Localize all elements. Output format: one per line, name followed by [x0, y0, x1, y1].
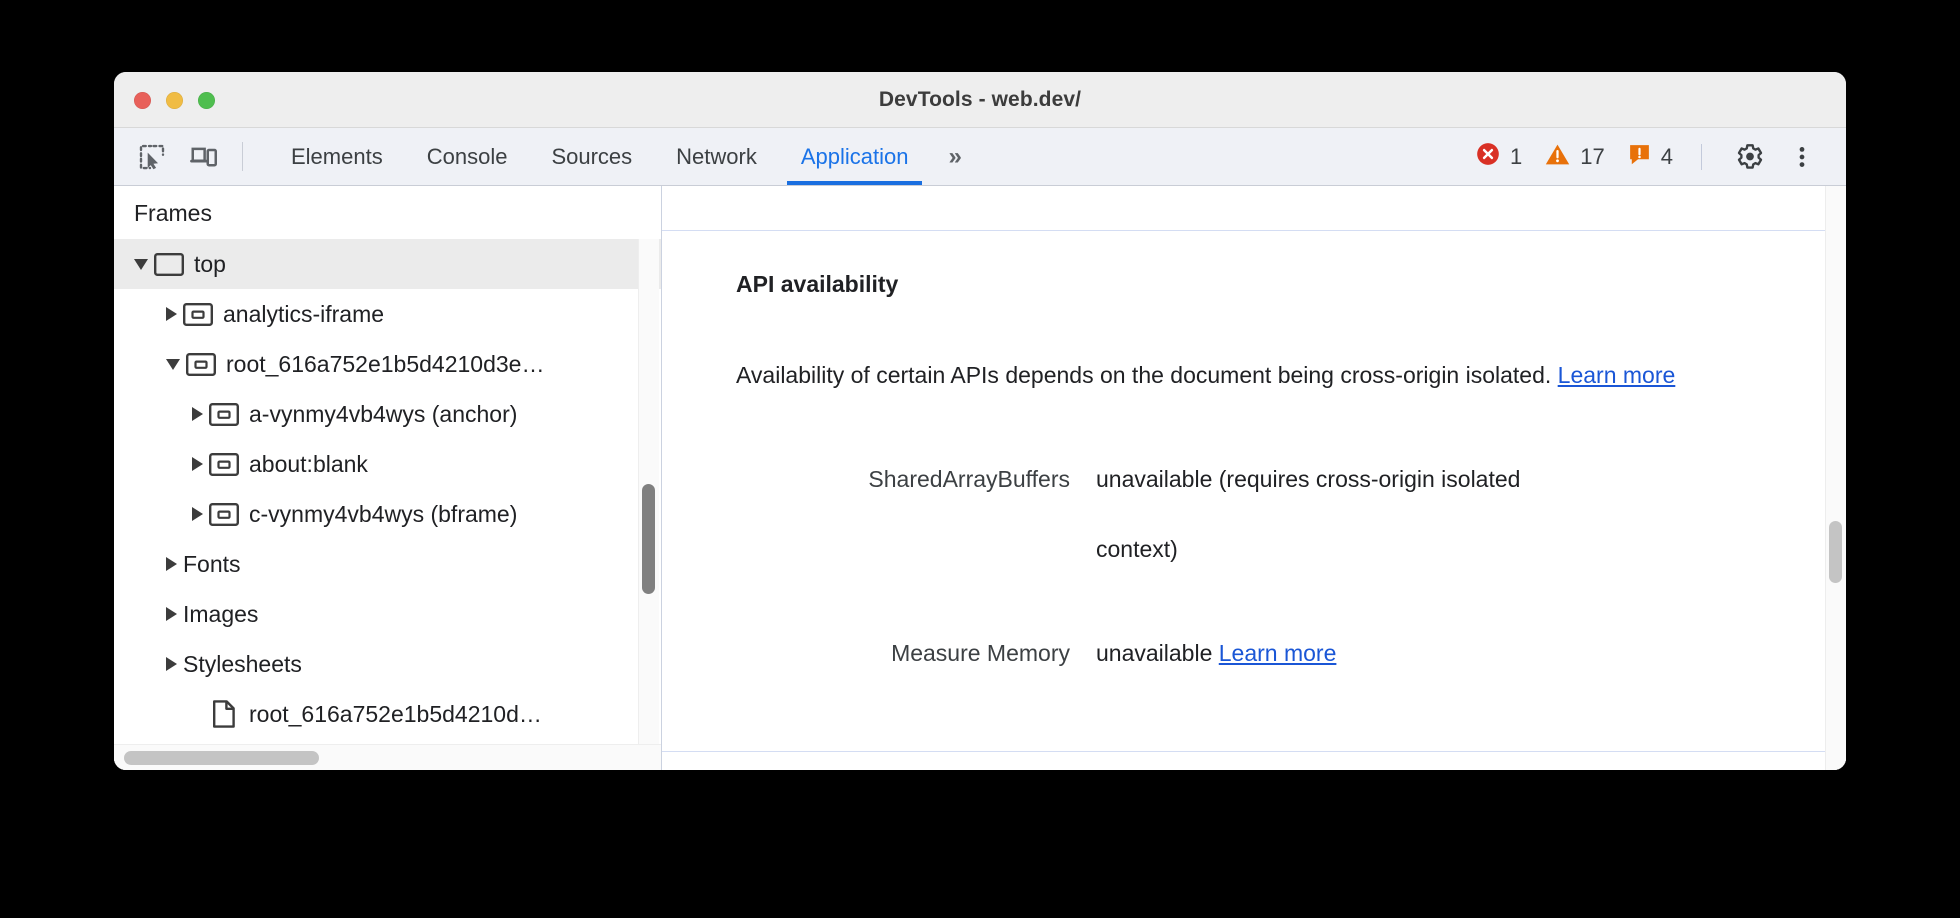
tree-item-label: analytics-iframe [223, 300, 385, 327]
tree-item-label: c-vynmy4vb4wys (bframe) [249, 500, 518, 527]
iframe-icon [209, 402, 239, 426]
tree-item-top[interactable]: top [114, 239, 661, 289]
tab-console[interactable]: Console [426, 143, 508, 169]
warning-counter[interactable]: 17 [1544, 141, 1605, 173]
frame-top-icon [154, 252, 184, 276]
tree-item-stylesheets[interactable]: Stylesheets [114, 639, 661, 689]
panel-tabs: Elements Console Sources Network Applica… [269, 128, 978, 185]
toolbar-divider [242, 142, 243, 171]
tab-sources[interactable]: Sources [551, 143, 633, 169]
tree-item-label: Fonts [183, 550, 241, 577]
devtools-body: Frames top [114, 186, 1846, 770]
chevron-right-icon[interactable] [166, 607, 177, 621]
tree-item-about-blank[interactable]: about:blank [114, 439, 661, 489]
tab-application[interactable]: Application [779, 128, 931, 185]
chevron-down-icon[interactable] [134, 258, 148, 270]
tree-item-label: top [194, 250, 226, 277]
warning-icon [1544, 141, 1571, 173]
iframe-icon [186, 352, 216, 376]
chevron-right-icon[interactable] [166, 557, 177, 571]
tree-item-images[interactable]: Images [114, 589, 661, 639]
section-divider-bottom [662, 751, 1846, 752]
tree-item-label: about:blank [249, 450, 368, 477]
frames-tree: top analytics-iframe [114, 239, 661, 744]
document-icon [209, 700, 239, 728]
application-main-panel: API availability Availability of certain… [662, 186, 1846, 770]
api-row-key: Measure Memory [891, 640, 1070, 666]
warning-count: 17 [1580, 143, 1605, 169]
api-row-key: SharedArrayBuffers [868, 466, 1070, 492]
api-row-note: (requires cross-origin isolated context) [1096, 466, 1521, 562]
devtools-window: DevTools - web.dev/ Elements [114, 72, 1846, 770]
chevron-right-icon[interactable] [192, 507, 203, 521]
tree-item-label: Stylesheets [183, 650, 302, 677]
tree-item-analytics-iframe[interactable]: analytics-iframe [114, 289, 661, 339]
chevron-right-icon[interactable] [166, 657, 177, 671]
issue-icon [1627, 142, 1652, 172]
tree-item-stylesheet-file[interactable]: root_616a752e1b5d4210d… [114, 689, 661, 739]
api-description-text: Availability of certain APIs depends on … [736, 362, 1558, 388]
section-divider-top [662, 230, 1846, 231]
frames-header: Frames [114, 186, 661, 239]
device-toolbar-icon[interactable] [178, 128, 230, 185]
api-description: Availability of certain APIs depends on … [736, 340, 1696, 410]
iframe-icon [183, 302, 213, 326]
error-count: 1 [1510, 143, 1523, 169]
tree-item-fonts[interactable]: Fonts [114, 539, 661, 589]
table-row: Measure Memory unavailable Learn more [736, 618, 1846, 688]
api-row-status: unavailable [1096, 640, 1213, 666]
main-vertical-scrollbar[interactable] [1829, 521, 1842, 583]
main-scrollbar-track [1825, 186, 1846, 770]
tree-item-a-vynmy4vb4wys[interactable]: a-vynmy4vb4wys (anchor) [114, 389, 661, 439]
tree-item-root-frame[interactable]: root_616a752e1b5d4210d3e… [114, 339, 661, 389]
learn-more-link[interactable]: Learn more [1557, 362, 1676, 388]
more-tabs-icon[interactable]: » [948, 142, 961, 170]
window-titlebar: DevTools - web.dev/ [114, 72, 1846, 128]
tree-item-label: root_616a752e1b5d4210d… [249, 700, 542, 727]
chevron-right-icon[interactable] [166, 307, 177, 321]
frames-sidebar: Frames top [114, 186, 662, 770]
iframe-icon [209, 452, 239, 476]
api-row-value: unavailable Learn more [1096, 618, 1596, 688]
devtools-toolbar: Elements Console Sources Network Applica… [114, 128, 1846, 186]
chevron-right-icon[interactable] [192, 407, 203, 421]
api-availability-rows: SharedArrayBuffers unavailable (requires… [736, 444, 1846, 688]
window-title: DevTools - web.dev/ [878, 88, 1082, 111]
api-row-status: unavailable [1096, 466, 1213, 492]
toolbar-divider-right [1701, 143, 1702, 170]
error-icon [1475, 141, 1501, 172]
window-maximize-button[interactable] [198, 92, 215, 109]
api-row-value: unavailable (requires cross-origin isola… [1096, 444, 1596, 584]
iframe-icon [209, 502, 239, 526]
error-counter[interactable]: 1 [1475, 141, 1522, 172]
learn-more-link[interactable]: Learn more [1218, 640, 1337, 666]
sidebar-vertical-scrollbar[interactable] [642, 484, 655, 594]
window-close-button[interactable] [134, 92, 151, 109]
chevron-down-icon[interactable] [166, 358, 180, 370]
table-row: SharedArrayBuffers unavailable (requires… [736, 444, 1846, 584]
more-vertical-icon[interactable] [1776, 144, 1828, 170]
issue-counter[interactable]: 4 [1627, 142, 1673, 172]
sidebar-horizontal-scrollbar-track [114, 744, 661, 770]
toolbar-right-group: 1 17 [1475, 128, 1846, 185]
tab-elements[interactable]: Elements [291, 143, 383, 169]
issue-count: 4 [1660, 143, 1673, 169]
gear-icon[interactable] [1724, 142, 1776, 172]
tree-item-label: Images [183, 600, 259, 627]
api-availability-section: API availability Availability of certain… [662, 231, 1846, 688]
tab-network[interactable]: Network [676, 143, 757, 169]
window-minimize-button[interactable] [166, 92, 183, 109]
inspect-element-icon[interactable] [126, 128, 178, 185]
sidebar-horizontal-scrollbar[interactable] [124, 751, 319, 765]
chevron-right-icon[interactable] [192, 457, 203, 471]
tree-item-label: a-vynmy4vb4wys (anchor) [249, 400, 518, 427]
tree-item-label: root_616a752e1b5d4210d3e… [226, 350, 545, 377]
page-title: API availability [736, 271, 899, 297]
tree-item-c-vynmy4vb4wys[interactable]: c-vynmy4vb4wys (bframe) [114, 489, 661, 539]
